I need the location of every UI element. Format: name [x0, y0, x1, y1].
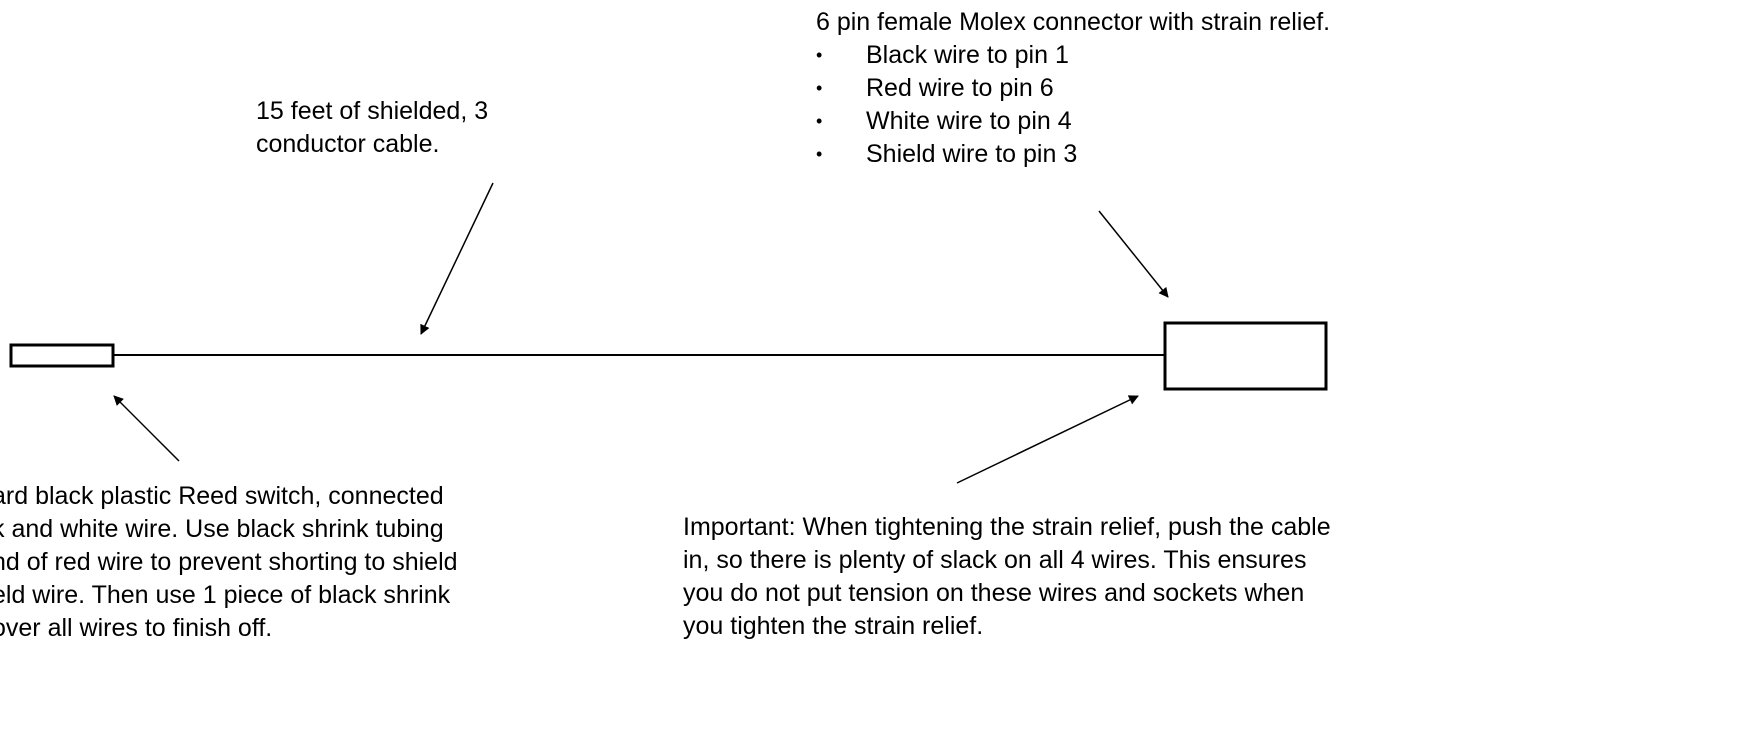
list-item: •Black wire to pin 1: [816, 39, 1330, 72]
cable-label: 15 feet of shielded, 3 conductor cable.: [256, 95, 488, 161]
important-note: Important: When tightening the strain re…: [683, 511, 1331, 643]
reed-note-line: eld wire. Then use 1 piece of black shri…: [0, 581, 451, 609]
reed-note-line: over all wires to finish off.: [0, 614, 273, 642]
reed-note-line: nd of red wire to prevent shorting to sh…: [0, 548, 458, 576]
bullet-icon: •: [816, 78, 823, 98]
cable-label-line: conductor cable.: [256, 130, 440, 158]
list-item: •Red wire to pin 6: [816, 72, 1330, 105]
molex-title: 6 pin female Molex connector with strain…: [816, 8, 1331, 36]
molex-connector-label: 6 pin female Molex connector with strain…: [816, 6, 1330, 171]
reed-note-line: ard black plastic Reed switch, connected: [0, 482, 444, 510]
cable-label-arrow: [420, 182, 494, 335]
molex-connector-shape: [1163, 321, 1328, 391]
important-note-line: in, so there is plenty of slack on all 4…: [683, 546, 1307, 574]
bullet-icon: •: [816, 144, 823, 164]
bullet-icon: •: [816, 45, 823, 65]
reed-note-line: k and white wire. Use black shrink tubin…: [0, 515, 444, 543]
molex-label-arrow: [1098, 210, 1169, 298]
list-item: •Shield wire to pin 3: [816, 138, 1330, 171]
list-item: •White wire to pin 4: [816, 105, 1330, 138]
reed-switch-shape: [9, 343, 115, 368]
bullet-icon: •: [816, 111, 823, 131]
reed-note-arrow: [113, 395, 180, 462]
important-note-line: you do not put tension on these wires an…: [683, 579, 1305, 607]
important-note-arrow: [956, 395, 1139, 484]
reed-switch-note: ard black plastic Reed switch, connected…: [0, 480, 458, 645]
molex-pin-list: •Black wire to pin 1 •Red wire to pin 6 …: [816, 39, 1330, 171]
cable-label-line: 15 feet of shielded, 3: [256, 97, 489, 125]
important-note-line: you tighten the strain relief.: [683, 612, 984, 640]
important-note-line: Important: When tightening the strain re…: [683, 513, 1331, 541]
